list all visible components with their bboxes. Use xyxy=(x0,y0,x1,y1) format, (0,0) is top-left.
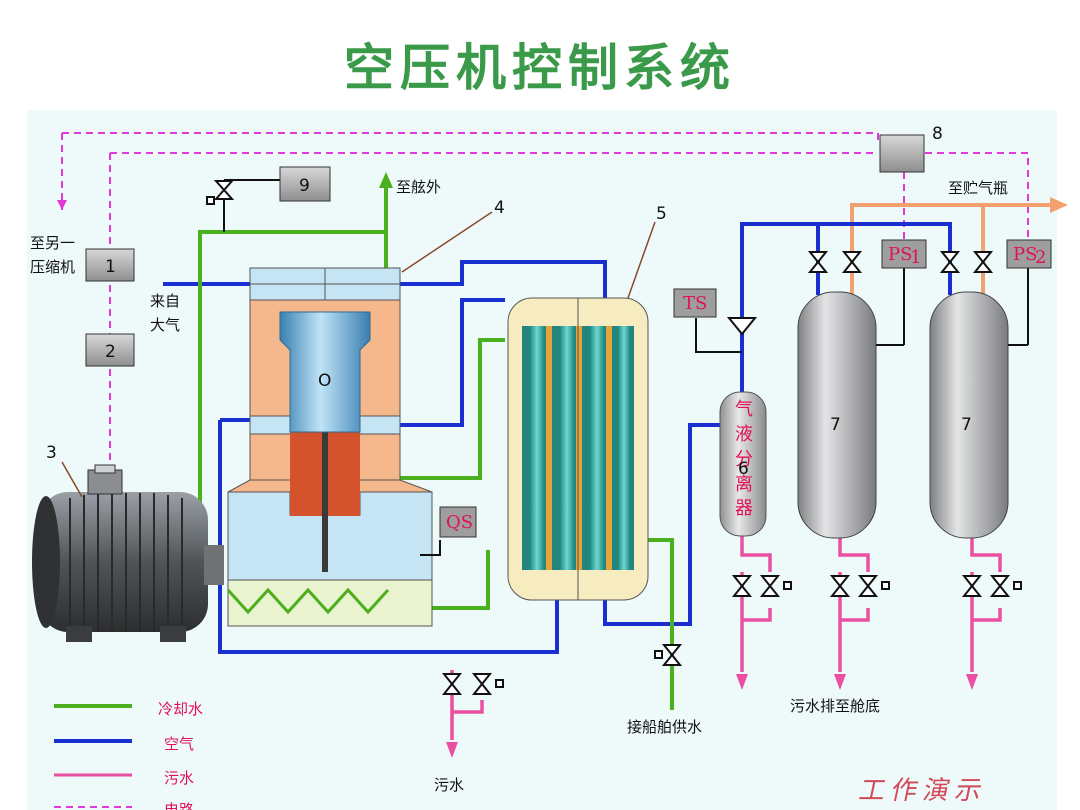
to-other-compressor-line2: 压缩机 xyxy=(30,258,75,276)
qs-label: QS xyxy=(446,512,473,533)
cylinder-mark: O xyxy=(318,371,331,391)
box9-label: 9 xyxy=(299,176,310,196)
legend-sewage: 污水 xyxy=(164,769,194,787)
leader-lines xyxy=(61,211,656,498)
sewage-label: 污水 xyxy=(434,776,464,794)
circuit-lines xyxy=(61,132,1029,470)
ship-water-supply-label: 接船舶供水 xyxy=(627,718,702,736)
page-title: 空压机控制系统 xyxy=(344,39,736,97)
separator-number: 6 xyxy=(738,459,749,479)
ps1-subscript: 1 xyxy=(910,247,921,268)
box8-label: 8 xyxy=(932,124,943,144)
to-outside-arrow xyxy=(379,172,393,188)
bottle-a-number: 7 xyxy=(830,415,841,435)
valve9-line xyxy=(223,179,280,232)
separator-char-1: 气 xyxy=(735,399,753,420)
to-air-bottle-label: 至贮气瓶 xyxy=(948,179,1008,197)
from-atmosphere-line2: 大气 xyxy=(150,316,180,334)
ts-label: TS xyxy=(683,293,707,314)
leader-5-label: 5 xyxy=(656,204,667,224)
to-other-compressor-line1: 至另一 xyxy=(30,234,75,252)
box2-label: 2 xyxy=(105,342,116,362)
motor-number: 3 xyxy=(46,443,57,463)
separator-char-4: 离 xyxy=(735,474,753,495)
bottle-b-number: 7 xyxy=(961,415,972,435)
leader-4-label: 4 xyxy=(494,198,505,218)
ps2-label: PS xyxy=(1013,244,1037,265)
separator-char-2: 液 xyxy=(735,424,753,445)
separator-char-3: 分 xyxy=(735,449,753,470)
to-outside-label: 至舷外 xyxy=(396,178,441,196)
legend-circuit: 电路 xyxy=(164,801,194,810)
electric-motor xyxy=(32,464,224,642)
air-compressor: O xyxy=(226,267,433,627)
legend-cooling-water: 冷却水 xyxy=(158,700,203,718)
cooler xyxy=(507,297,649,601)
legend-air: 空气 xyxy=(164,735,194,753)
sewage-to-bilge-label: 污水排至舱底 xyxy=(790,697,880,715)
ps1-label: PS xyxy=(888,244,912,265)
legend: 冷却水 空气 污水 电路 xyxy=(54,700,203,810)
from-atmosphere-line1: 来自 xyxy=(150,292,180,310)
circuit-arrow xyxy=(57,200,67,210)
valves xyxy=(206,180,1022,695)
qs-line xyxy=(420,540,441,556)
air-bottle-a xyxy=(797,268,905,539)
box1-label: 1 xyxy=(105,257,116,277)
separator-char-5: 器 xyxy=(735,498,753,519)
check-valve xyxy=(726,317,758,336)
ts-line xyxy=(695,318,742,353)
ps2-subscript: 2 xyxy=(1035,247,1046,268)
air-bottle-b xyxy=(929,268,1029,539)
instrument-boxes xyxy=(85,134,1052,538)
gas-liquid-separator xyxy=(719,391,767,537)
watermark: 工作演示 xyxy=(856,776,991,806)
to-bottle-arrow xyxy=(1050,197,1068,213)
sewage-arrows xyxy=(446,674,978,758)
